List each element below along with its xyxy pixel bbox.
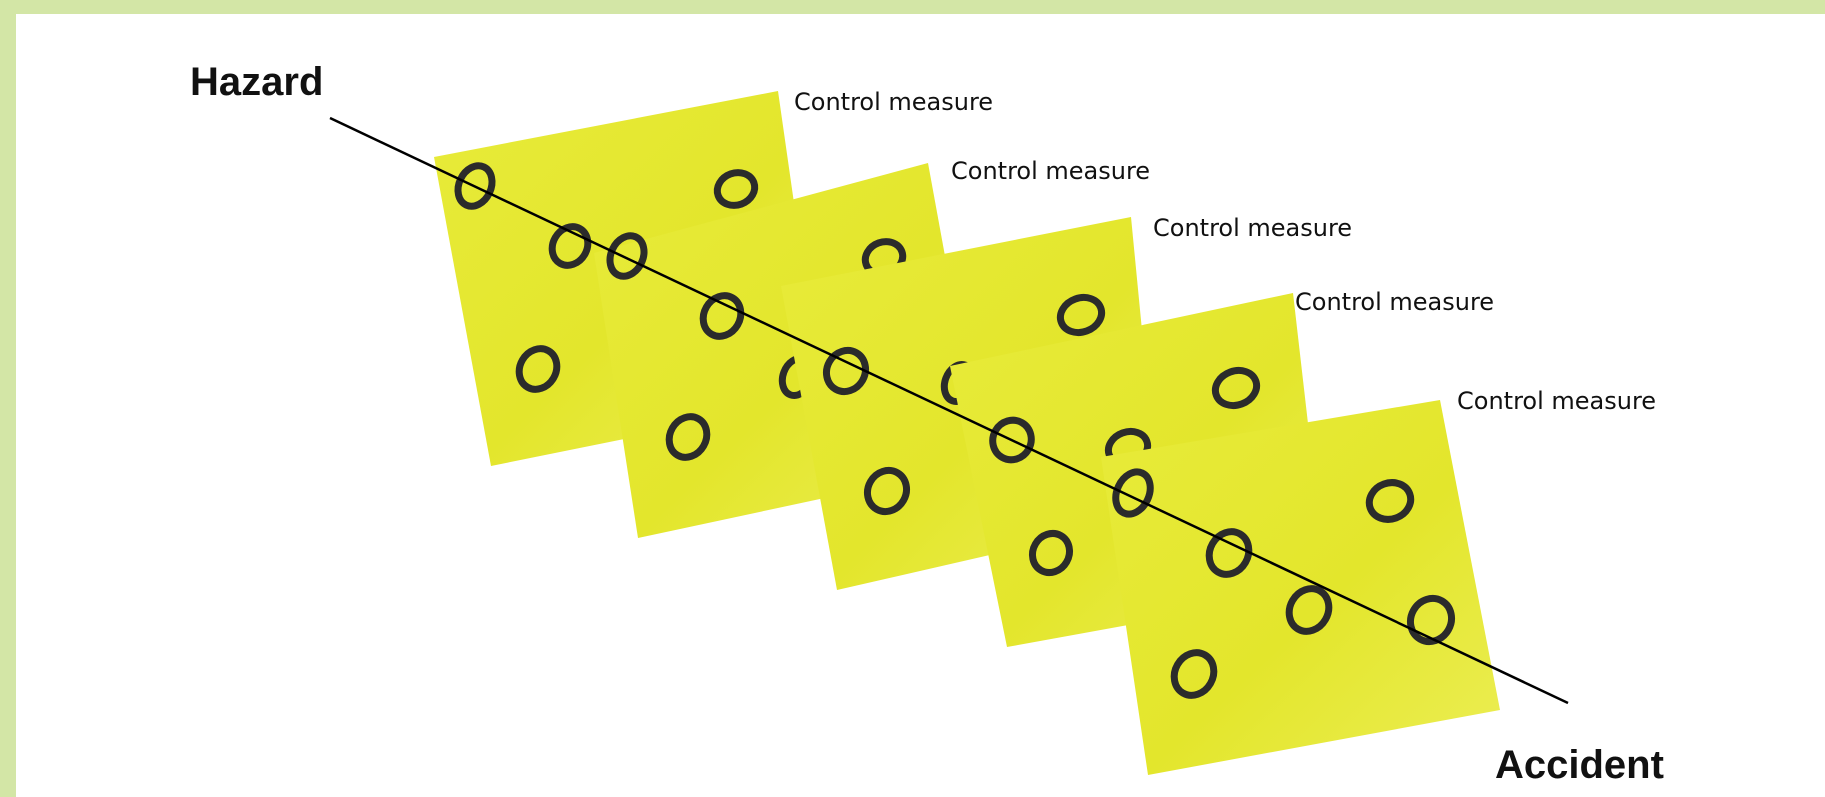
slice-hole bbox=[699, 292, 745, 340]
slice-hole bbox=[1170, 649, 1218, 699]
slice-hole bbox=[665, 413, 711, 461]
control-measure-layer-5 bbox=[1101, 400, 1500, 775]
slice-hole bbox=[515, 345, 561, 393]
slice-hole bbox=[1365, 479, 1415, 523]
accident-trajectory-line bbox=[329, 116, 1569, 705]
diagram-canvas: Control measure Control measure Control … bbox=[16, 14, 1825, 797]
accident-label: Accident bbox=[1495, 743, 1664, 787]
control-measure-label-3: Control measure bbox=[1153, 214, 1352, 242]
control-measure-label-1: Control measure bbox=[794, 88, 993, 116]
hazard-label: Hazard bbox=[190, 60, 323, 104]
slice-hole bbox=[822, 346, 870, 396]
cheese-slice bbox=[1101, 400, 1500, 775]
slice-hole bbox=[1285, 585, 1333, 635]
slice-hole bbox=[548, 223, 592, 269]
slice-hole bbox=[863, 466, 911, 516]
control-measure-label-4: Control measure bbox=[1295, 288, 1494, 316]
slice-hole bbox=[1406, 594, 1456, 646]
swiss-cheese-diagram: Control measure Control measure Control … bbox=[190, 60, 1664, 787]
slice-hole bbox=[1112, 468, 1154, 518]
slice-hole bbox=[989, 416, 1035, 464]
slice-hole bbox=[1211, 366, 1261, 410]
control-measure-label-5: Control measure bbox=[1457, 387, 1656, 415]
control-measure-label-2: Control measure bbox=[951, 157, 1150, 185]
slice-hole bbox=[1056, 293, 1106, 337]
slice-hole bbox=[713, 169, 759, 209]
slice-hole bbox=[1205, 528, 1253, 578]
slice-hole bbox=[606, 232, 648, 280]
slice-hole bbox=[1028, 529, 1074, 577]
